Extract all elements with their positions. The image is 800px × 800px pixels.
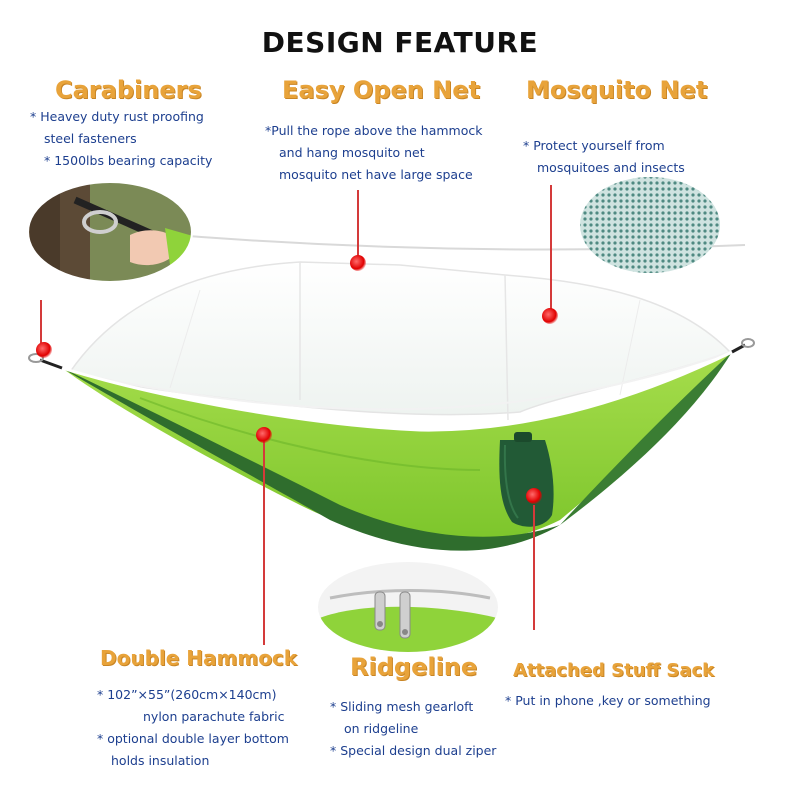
leader-line-carabiners [40, 300, 42, 345]
marker-double-hammock [256, 427, 272, 443]
feature-title-stuff-sack: Attached Stuff Sack [513, 660, 715, 681]
feature-title-mosquito-net: Mosquito Net [526, 76, 708, 104]
mosquito-net [68, 261, 732, 416]
leader-line-double-hammock [263, 440, 265, 645]
note-line: * Special design dual ziper [330, 743, 497, 758]
feature-title-double-hammock: Double Hammock [100, 646, 298, 670]
note-line: on ridgeline [344, 721, 419, 736]
mesh-inset [580, 177, 720, 273]
feature-notes-easy-open-net: *Pull the rope above the hammock and han… [265, 120, 483, 186]
page-title: DESIGN FEATURE [261, 26, 539, 59]
feature-notes-mosquito-net: * Protect yourself from mosquitoes and i… [523, 135, 685, 179]
note-line: steel fasteners [44, 131, 137, 146]
leader-line-stuff-sack [533, 505, 535, 630]
marker-easy-open-net [350, 255, 366, 271]
hammock-body [62, 352, 732, 544]
note-line: holds insulation [111, 753, 210, 768]
note-line: *Pull the rope above the hammock [265, 123, 483, 138]
note-line: * Put in phone ,key or something [505, 693, 711, 708]
feature-notes-stuff-sack: * Put in phone ,key or something [505, 690, 711, 712]
note-line: mosquito net have large space [279, 167, 473, 182]
note-line: * 1500lbs bearing capacity [44, 153, 213, 168]
feature-notes-double-hammock: * 102”×55”(260cm×140cm) nylon parachute … [97, 684, 289, 772]
leader-line-mosquito-net [550, 185, 552, 310]
marker-mosquito-net [542, 308, 558, 324]
marker-stuff-sack [526, 488, 542, 504]
feature-title-ridgeline: Ridgeline [350, 653, 478, 681]
marker-carabiners [36, 342, 52, 358]
note-line: * Protect yourself from [523, 138, 665, 153]
note-line: * Sliding mesh gearloft [330, 699, 474, 714]
feature-notes-carabiners: * Heavey duty rust proofing steel fasten… [30, 106, 212, 172]
stuff-sack-graphic [499, 440, 554, 527]
note-line: * 102”×55”(260cm×140cm) [97, 687, 277, 702]
leader-line-easy-open-net [357, 190, 359, 260]
feature-notes-ridgeline: * Sliding mesh gearloft on ridgeline * S… [330, 696, 496, 762]
feature-title-easy-open-net: Easy Open Net [282, 76, 481, 104]
feature-title-carabiners: Carabiners [55, 76, 202, 104]
note-line: and hang mosquito net [279, 145, 425, 160]
note-line: * Heavey duty rust proofing [30, 109, 204, 124]
note-line: mosquitoes and insects [537, 160, 685, 175]
note-line: * optional double layer bottom [97, 731, 289, 746]
note-line: nylon parachute fabric [143, 709, 285, 724]
